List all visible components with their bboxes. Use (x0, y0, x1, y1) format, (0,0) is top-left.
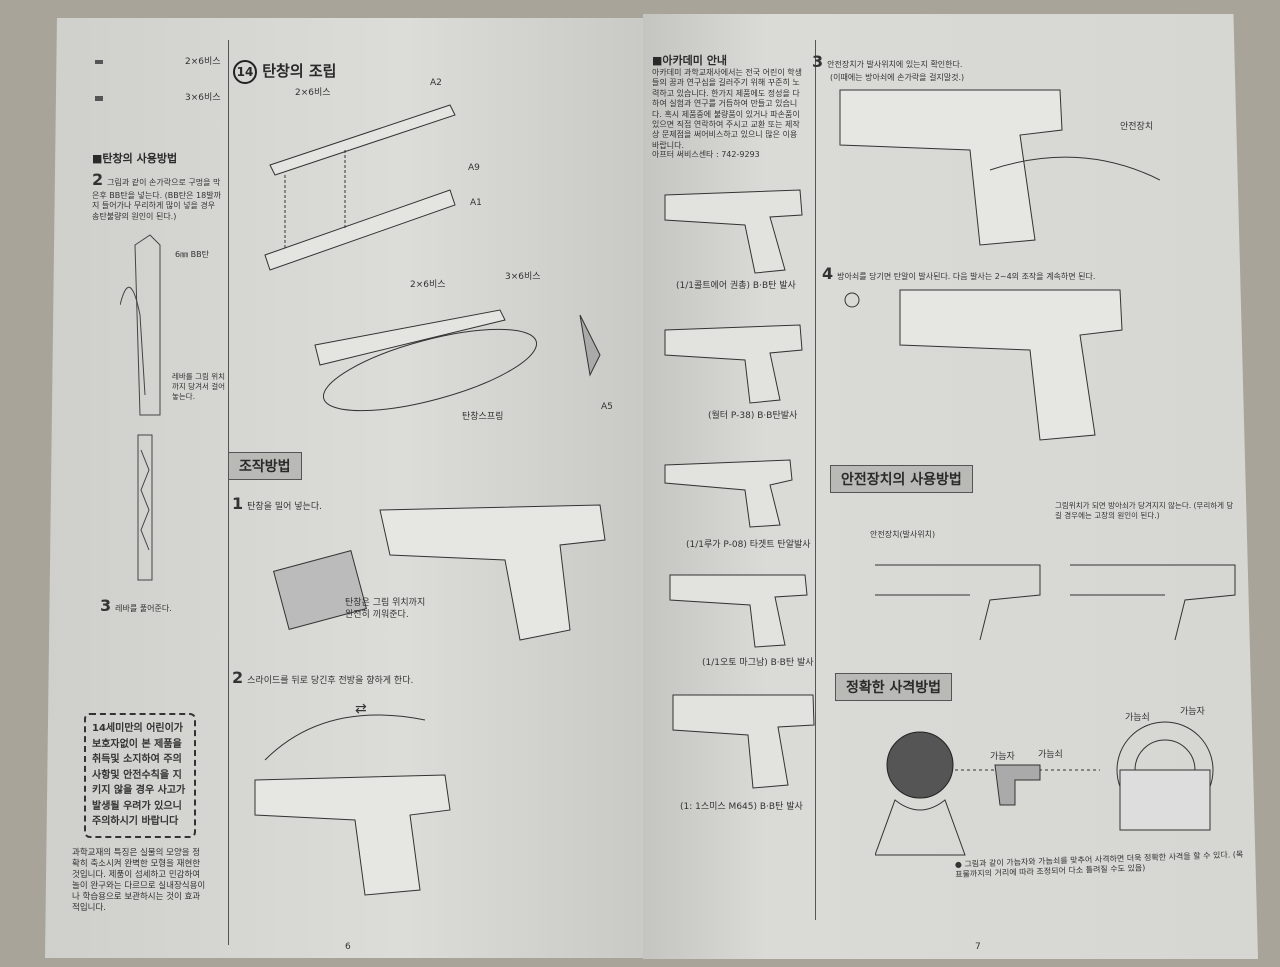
rear-sight-label: 가늠자 (1180, 707, 1205, 717)
safety-usage-title: 안전장치의 사용방법 (830, 465, 973, 493)
pistol-firing-illustration (844, 289, 1123, 441)
service-center: 아프터 써비스센타 : 742-9293 (652, 150, 760, 159)
column-divider (228, 40, 229, 945)
gun-caption: (월터 P-38) B·B탄발사 (708, 411, 798, 421)
step-note: 탄창은 그림 위치까지 완전히 끼워준다. (345, 598, 426, 620)
gun-caption: (1/1콜트에어 권총) B·B탄 발사 (676, 281, 796, 291)
mag-usage-title: ■탄창의 사용방법 (92, 152, 178, 165)
column-divider (815, 40, 816, 920)
step-number: 3 (100, 596, 112, 615)
magazine-illustration (137, 434, 153, 581)
step-number: 4 (822, 264, 834, 283)
spring-assembly-illustration (314, 309, 601, 412)
part-label: 2×6비스 (295, 88, 331, 98)
page-number: 6 (345, 942, 351, 952)
walther-p38-illustration (664, 324, 803, 404)
assembly-title: 탄창의 조립 (262, 62, 337, 80)
step-text: 방아쇠를 당기면 탄알이 발사된다. 다음 발사는 2~4의 조작을 계속하면 … (837, 272, 1096, 281)
part-label: A2 (430, 78, 442, 88)
operation-title: 조작방법 (228, 452, 302, 480)
lever-text: 레바를 그림 위치까지 당겨서 걸어놓는다. (172, 372, 226, 401)
colt-pistol-illustration (664, 189, 803, 274)
step-circle: 14 (233, 60, 257, 84)
step-number: 1 (232, 494, 244, 513)
part-label: 3×6비스 (505, 272, 541, 282)
part-label: 2×6비스 (410, 280, 446, 290)
smith-m645-illustration (672, 694, 815, 789)
academy-title: ■아카데미 안내 (652, 54, 727, 67)
front-sight-label: 가늠쇠 (1038, 750, 1063, 760)
step-number: 3 (812, 52, 824, 71)
step-text: 레바를 풀어준다. (115, 604, 172, 613)
rear-sight-label: 가늠자 (990, 752, 1015, 762)
step-text: 안전장치가 발사위치에 있는지 확인한다. (827, 60, 963, 69)
pistol-hand-grip-illustration (839, 89, 1160, 246)
safety-fire-label: 안전장치(발사위치) (870, 530, 936, 539)
step-note: (이때에는 방아쇠에 손가락을 걸지말것.) (830, 72, 965, 82)
product-note: 과학교재의 특징은 실물의 모양을 정확히 축소시켜 완벽한 모형을 재현한 것… (72, 848, 206, 914)
screw-label: 2×6비스 (185, 57, 221, 67)
gun-caption: (1/1루가 P-08) 타겟트 탄알발사 (686, 540, 811, 550)
auto-magnum-illustration (669, 574, 808, 648)
step-number: 2 (92, 170, 104, 189)
safety-note: 그림위치가 되면 방아쇠가 당겨지지 않는다. (무리하게 당길 경우에는 고장… (1055, 501, 1234, 520)
pistol-insert-magazine-illustration (272, 504, 606, 641)
gun-caption: (1: 1스미스 M645) B·B탄 발사 (680, 802, 803, 812)
step-text: 탄창을 밀어 넣는다. (247, 502, 322, 512)
screw-icon (95, 96, 103, 101)
safety-label: 안전장치 (1120, 122, 1154, 132)
pistol-slide-pull-illustration (254, 714, 451, 896)
bb-label: 6㎜ BB탄 (175, 250, 209, 259)
part-label: 탄창스프링 (462, 412, 504, 422)
magazine-hand-illustration (120, 234, 161, 416)
aiming-title: 정확한 사격방법 (835, 673, 953, 701)
part-label: A1 (470, 198, 482, 208)
front-sight-label: 가늠쇠 (1125, 713, 1150, 723)
step-text: 그림과 같이 손가락으로 구멍을 막은후 BB탄을 넣는다. (BB탄은 18발… (92, 178, 221, 221)
part-label: A5 (601, 402, 613, 412)
academy-text: 아카데미 과학교재사에서는 전국 어린이 학생들의 꿈과 연구심을 길러주기 위… (652, 68, 803, 150)
luger-p08-illustration (664, 459, 793, 528)
step-text: 스라이드를 뒤로 당긴후 전방을 향하게 한다. (247, 676, 414, 686)
child-aiming-illustration (875, 721, 1214, 856)
page-number: 7 (975, 942, 981, 952)
warning-box: 14세미만의 어린이가 보호자없이 본 제품을 취득및 소지하여 주의사항및 안… (84, 713, 196, 838)
step-number: 2 (232, 668, 244, 687)
safety-detail-illustrations (875, 564, 1236, 641)
part-label: A9 (468, 163, 480, 173)
screw-label: 3×6비스 (185, 93, 221, 103)
arrows-icon: ⇄ (355, 701, 367, 717)
gun-caption: (1/1오토 마그남) B·B탄 발사 (702, 658, 814, 668)
screw-icon (95, 60, 103, 64)
magazine-parts-illustration (264, 104, 456, 271)
